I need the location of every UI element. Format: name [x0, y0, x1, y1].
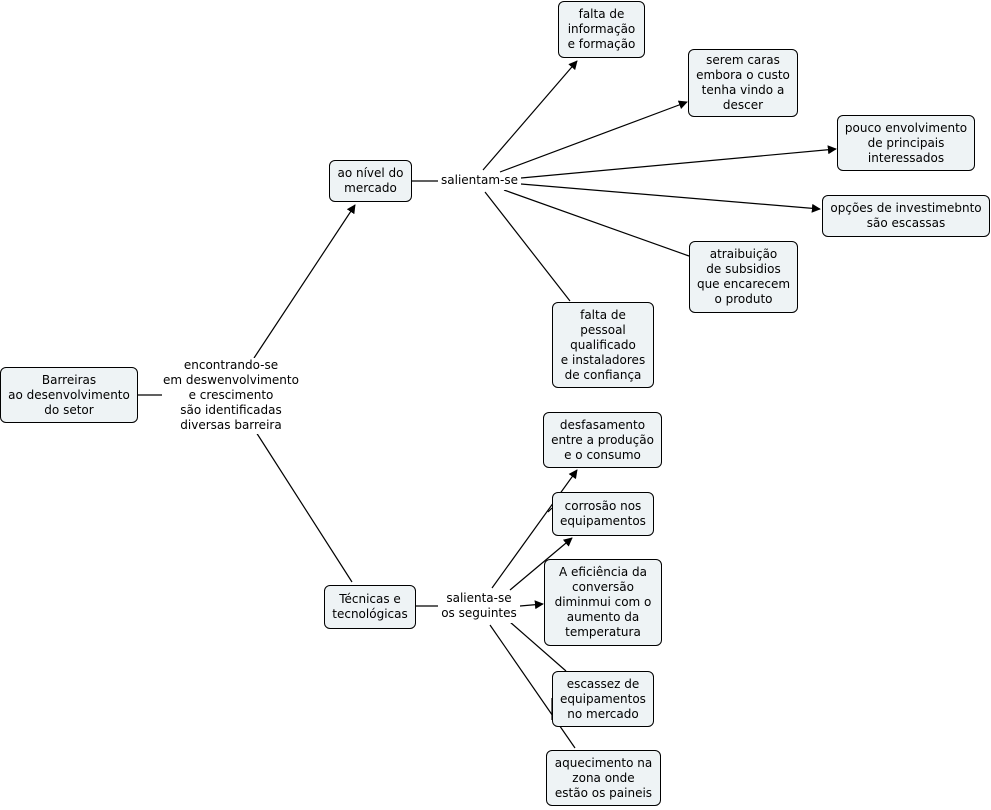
edge-tech-stub-2 — [547, 507, 553, 513]
edge-tech-item-5 — [489, 624, 576, 749]
root-node[interactable]: Barreiras ao desenvolvimento do setor — [0, 367, 138, 423]
edge-tech-item-2 — [509, 537, 573, 591]
tech-item-1[interactable]: desfasamento entre a produção e o consum… — [543, 412, 662, 468]
edge-link-to-market — [253, 204, 356, 359]
edge-market-item-4 — [520, 183, 821, 213]
tech-item-4[interactable]: escassez de equipamentos no mercado — [552, 671, 654, 727]
market-item-3[interactable]: pouco envolvimento de principais interes… — [837, 115, 975, 171]
edge-market-item-6 — [484, 191, 571, 302]
tech-item-5[interactable]: aquecimento na zona onde estão os painei… — [546, 750, 661, 806]
market-item-1[interactable]: falta de informação e formação — [558, 1, 645, 58]
edge-market-item-5 — [503, 189, 690, 257]
market-item-5[interactable]: atraibuição de subsidios que encarecem o… — [689, 241, 798, 313]
edge-market-item-3 — [520, 145, 837, 179]
edge-market-item-1 — [482, 60, 578, 171]
market-node[interactable]: ao nível do mercado — [329, 160, 412, 202]
link-phrase-tech: salienta-se os seguintes — [438, 591, 520, 623]
edge-tech-item-3 — [519, 600, 544, 610]
edge-market-item-2 — [499, 100, 688, 173]
market-item-6[interactable]: falta de pessoal qualificado e instalado… — [552, 302, 654, 388]
link-phrase-market: salientam-se — [438, 173, 521, 190]
market-item-2[interactable]: serem caras embora o custo tenha vindo a… — [688, 49, 798, 117]
edge-tech-item-1 — [491, 469, 578, 589]
market-item-4[interactable]: opções de investimebnto são escassas — [822, 195, 990, 237]
tech-node[interactable]: Técnicas e tecnológicas — [324, 585, 416, 629]
edge-tech-item-4 — [509, 621, 567, 672]
tech-item-3[interactable]: A eficiência da conversão diminmui com o… — [544, 559, 662, 646]
tech-item-2[interactable]: corrosão nos equipamentos — [552, 492, 654, 536]
edge-link-to-tech — [255, 431, 353, 583]
link-phrase-main: encontrando-se em deswenvolvimento e cre… — [162, 358, 300, 434]
